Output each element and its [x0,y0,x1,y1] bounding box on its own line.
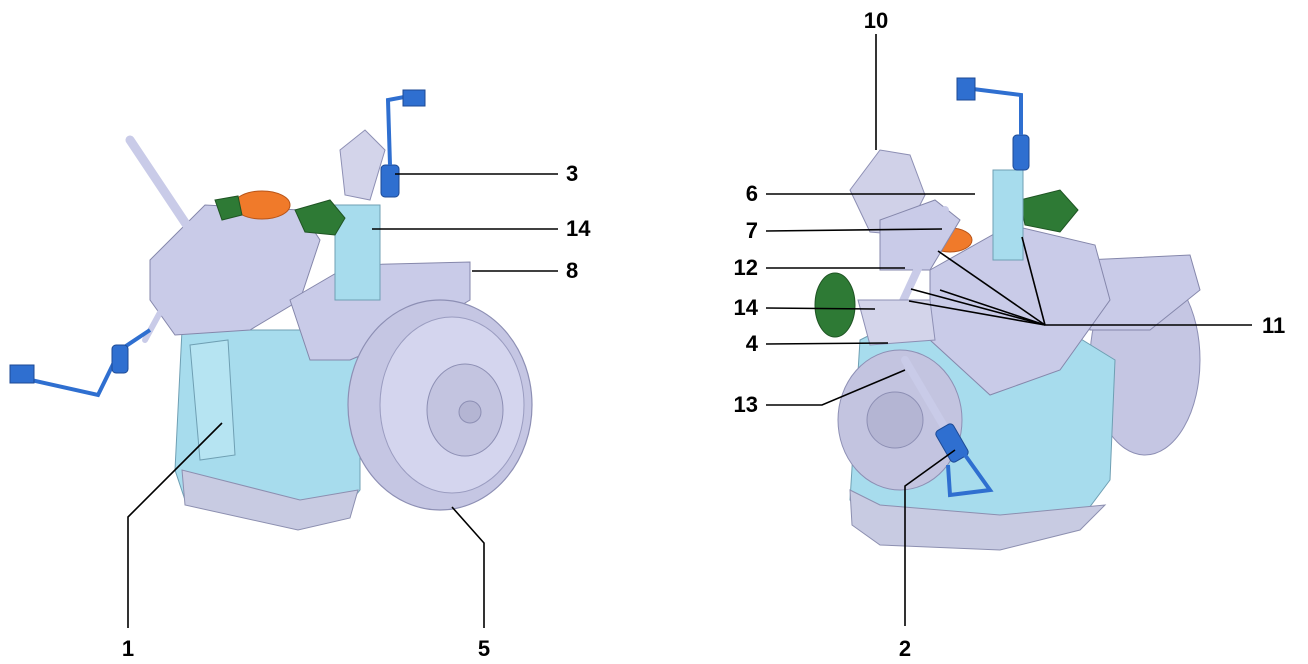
leader-11d [1021,236,1046,326]
leader-13 [766,369,906,406]
right-green-valve-top [1019,189,1079,233]
leader-4 [765,342,889,345]
right-connector-upper [956,77,976,101]
right-sensor-upper [1012,134,1030,171]
left-cable-lower [21,328,152,398]
right-oil-pump-hub [866,391,924,449]
right-compressor-view [814,77,1201,551]
left-pipe [125,135,195,235]
leader-11b [908,300,1046,326]
right-cylinder-head [929,224,1111,396]
right-cable-upper [964,86,1023,135]
leader-14-right [765,307,876,310]
left-valve-top [339,129,386,201]
left-sensor-upper [380,164,400,198]
callout-4: 4 [746,331,759,356]
leader-5 [451,506,485,628]
callout-14-left: 14 [566,216,591,241]
leader-7 [765,228,943,232]
left-green-valve-back [214,195,243,221]
left-sensor-lower [111,344,129,374]
left-pulley-center [458,400,482,424]
leader-1 [127,422,223,628]
right-sensor-lower [935,423,969,463]
leader-lines [127,34,1252,628]
callout-8: 8 [566,258,578,283]
leader-11a [910,288,1046,326]
callout-labels: 1 3 14 8 5 10 6 7 12 14 4 13 2 11 [122,8,1285,661]
callout-5: 5 [478,636,490,661]
leader-11c [937,250,1046,326]
callout-3: 3 [566,161,578,186]
right-base-plate [849,489,1107,551]
left-compressor-view [9,89,533,531]
right-fitting [857,299,936,346]
callout-6: 6 [746,181,758,206]
callout-7: 7 [746,218,758,243]
callout-2: 2 [899,636,911,661]
left-bearing-housing [189,339,236,461]
callout-1: 1 [122,636,134,661]
callout-12: 12 [734,255,758,280]
left-connector-lower [9,364,35,384]
leader-11e [939,289,1046,326]
callout-10: 10 [864,8,888,33]
right-cable-lower [946,453,994,498]
left-base-plate [181,469,359,531]
right-green-valve-left [814,272,856,338]
left-cylinder-head [149,204,321,336]
right-service-column [992,169,1024,261]
callout-13: 13 [734,392,758,417]
callout-11: 11 [1262,313,1285,338]
leader-2 [904,449,956,626]
callout-14-right: 14 [734,295,759,320]
left-green-valve [294,199,346,236]
left-connector-upper [402,89,426,107]
